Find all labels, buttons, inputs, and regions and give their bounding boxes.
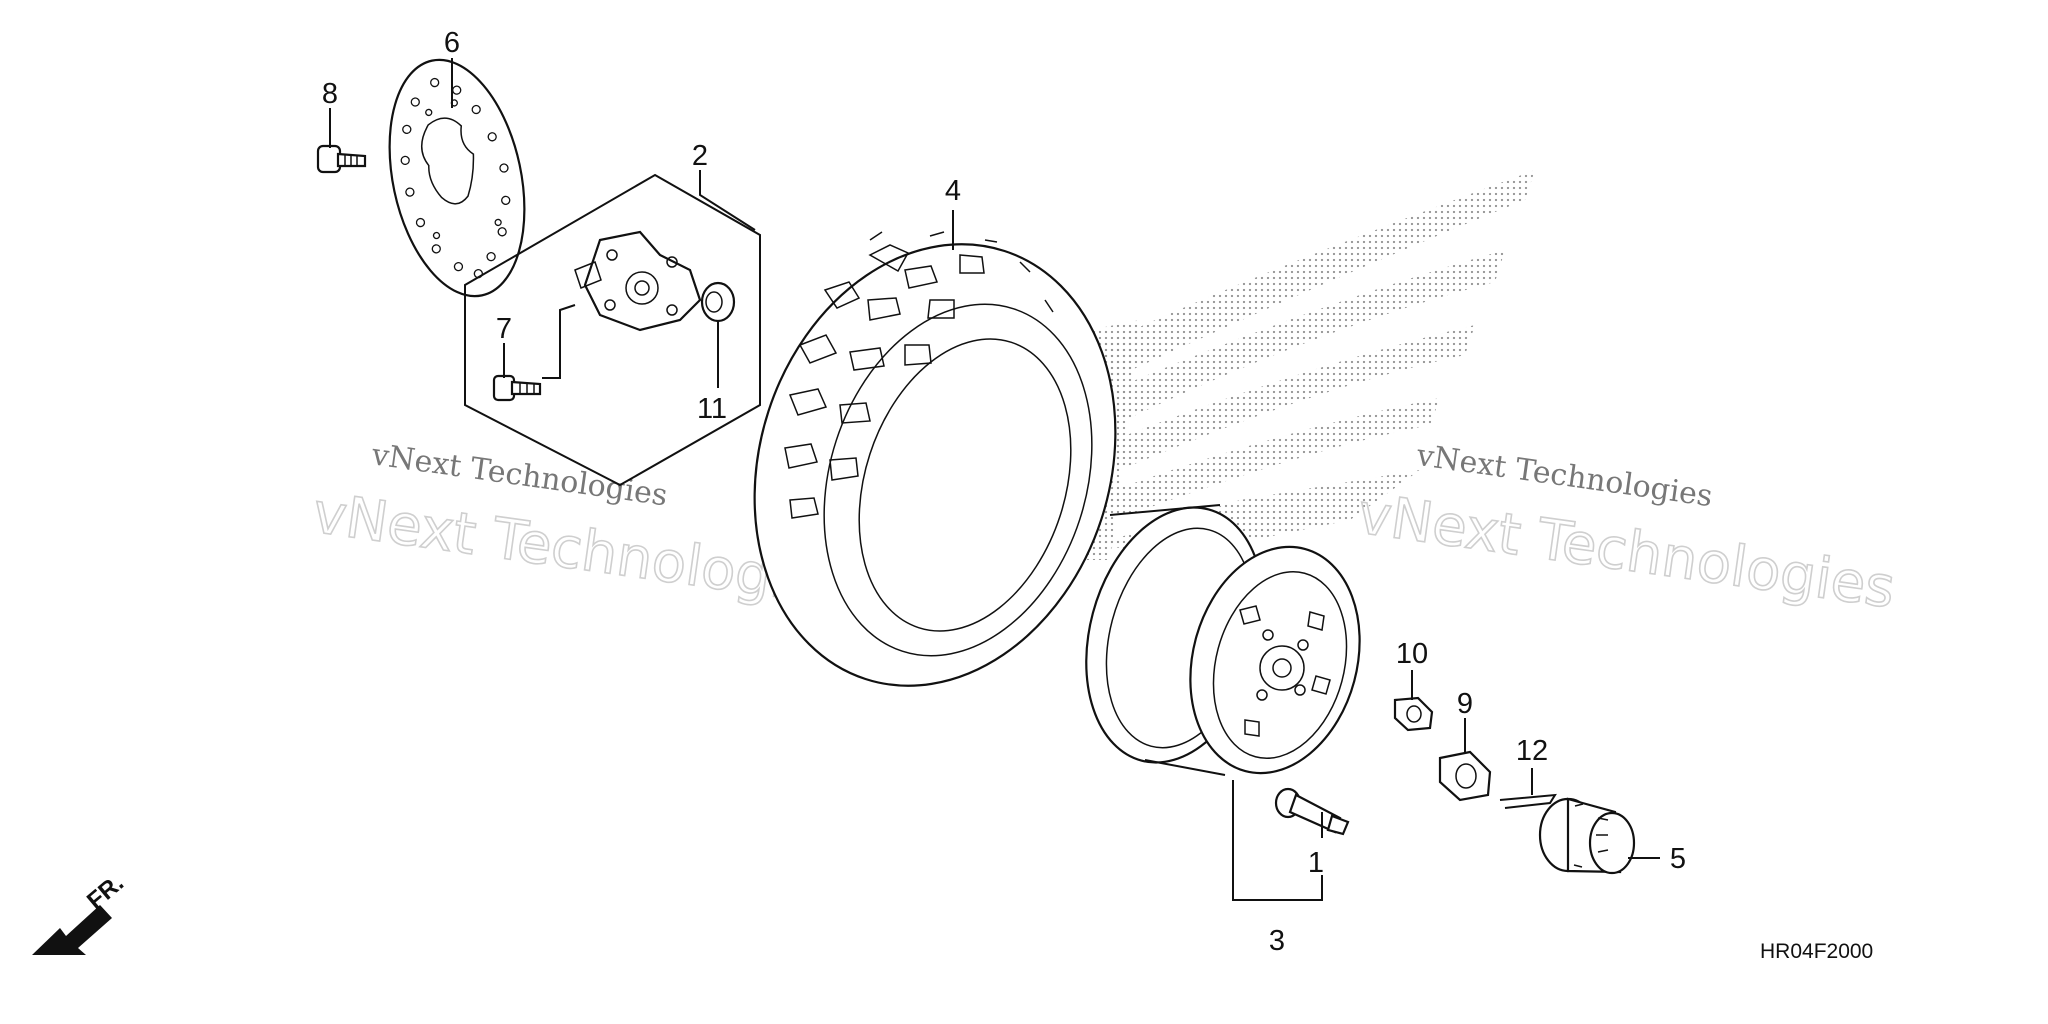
callout-12: 12 [1516, 735, 1548, 767]
callout-7: 7 [496, 313, 512, 345]
wheel-nut [1393, 696, 1434, 732]
wheel-rim [1085, 504, 1361, 776]
callout-11: 11 [697, 393, 727, 425]
front-direction-label: FR. [82, 869, 129, 915]
hub-assembly-boundary [464, 173, 761, 487]
callouts: 1 2 3 4 5 6 7 8 9 10 11 12 [322, 27, 1686, 957]
callout-10: 10 [1396, 638, 1428, 670]
brake-disc [388, 58, 526, 298]
callout-1: 1 [1308, 847, 1324, 879]
callout-3: 3 [1269, 925, 1285, 957]
diagram-code: HR04F2000 [1760, 940, 1873, 963]
callout-9: 9 [1457, 688, 1473, 720]
leader-lines [329, 58, 1660, 901]
tire-valve [1274, 787, 1350, 836]
disc-bolt [316, 144, 367, 174]
tire [753, 231, 1117, 687]
callout-6: 6 [444, 27, 460, 59]
axle-nut [1438, 750, 1492, 802]
front-arrow-icon [32, 905, 112, 955]
hub-bolt [492, 304, 576, 402]
watermark-large-text: vNext Technologies [1354, 482, 1899, 622]
cotter-pin [1499, 793, 1557, 809]
wheel-hub [574, 230, 702, 332]
callout-5: 5 [1670, 843, 1686, 875]
watermark-right: vNext Technologies vNext Technologies [1353, 438, 1900, 622]
hub-bearing [700, 281, 736, 323]
callout-4: 4 [945, 175, 961, 207]
callout-2: 2 [692, 140, 708, 172]
callout-8: 8 [322, 78, 338, 110]
front-direction-indicator: FR. [32, 869, 129, 955]
hub-cap [1538, 797, 1636, 875]
